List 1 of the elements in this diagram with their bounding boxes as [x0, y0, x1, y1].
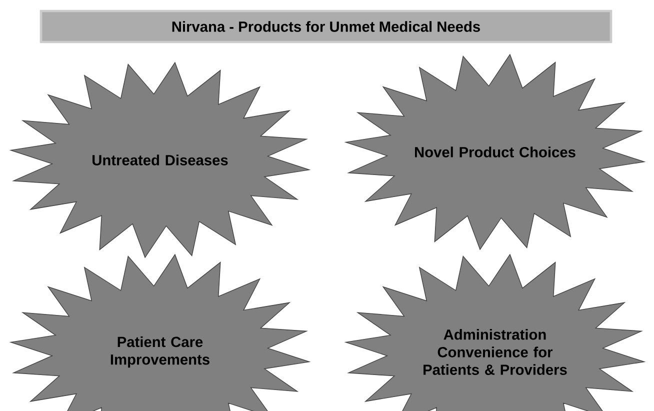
title-bar: Nirvana - Products for Unmet Medical Needs	[40, 10, 612, 44]
